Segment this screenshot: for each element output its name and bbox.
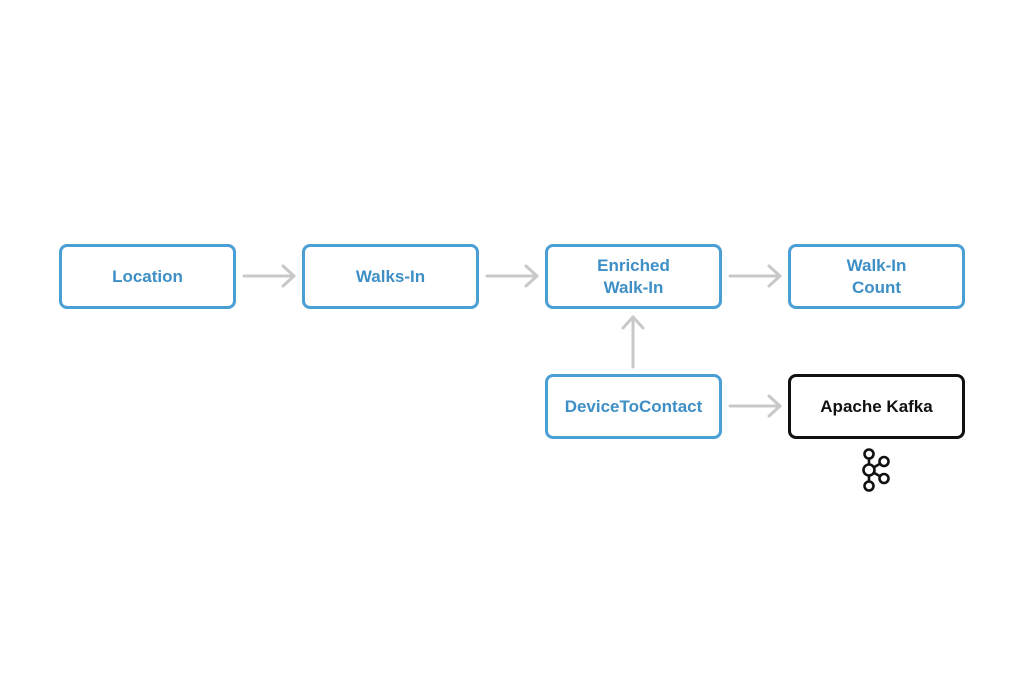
node-apache-kafka: Apache Kafka bbox=[788, 374, 965, 439]
node-device-to-contact: DeviceToContact bbox=[545, 374, 722, 439]
edge-device-to-contact-to-apache-kafka bbox=[728, 394, 782, 418]
node-location: Location bbox=[59, 244, 236, 309]
node-walk-in-count: Walk-In Count bbox=[788, 244, 965, 309]
apache-kafka-logo-icon bbox=[862, 448, 890, 492]
edge-walks-in-to-enriched-walk-in bbox=[485, 264, 539, 288]
edge-device-to-contact-to-enriched-walk-in bbox=[621, 315, 645, 369]
node-enriched-walk-in: Enriched Walk-In bbox=[545, 244, 722, 309]
node-walks-in: Walks-In bbox=[302, 244, 479, 309]
edge-location-to-walks-in bbox=[242, 264, 296, 288]
edge-enriched-walk-in-to-walk-in-count bbox=[728, 264, 782, 288]
